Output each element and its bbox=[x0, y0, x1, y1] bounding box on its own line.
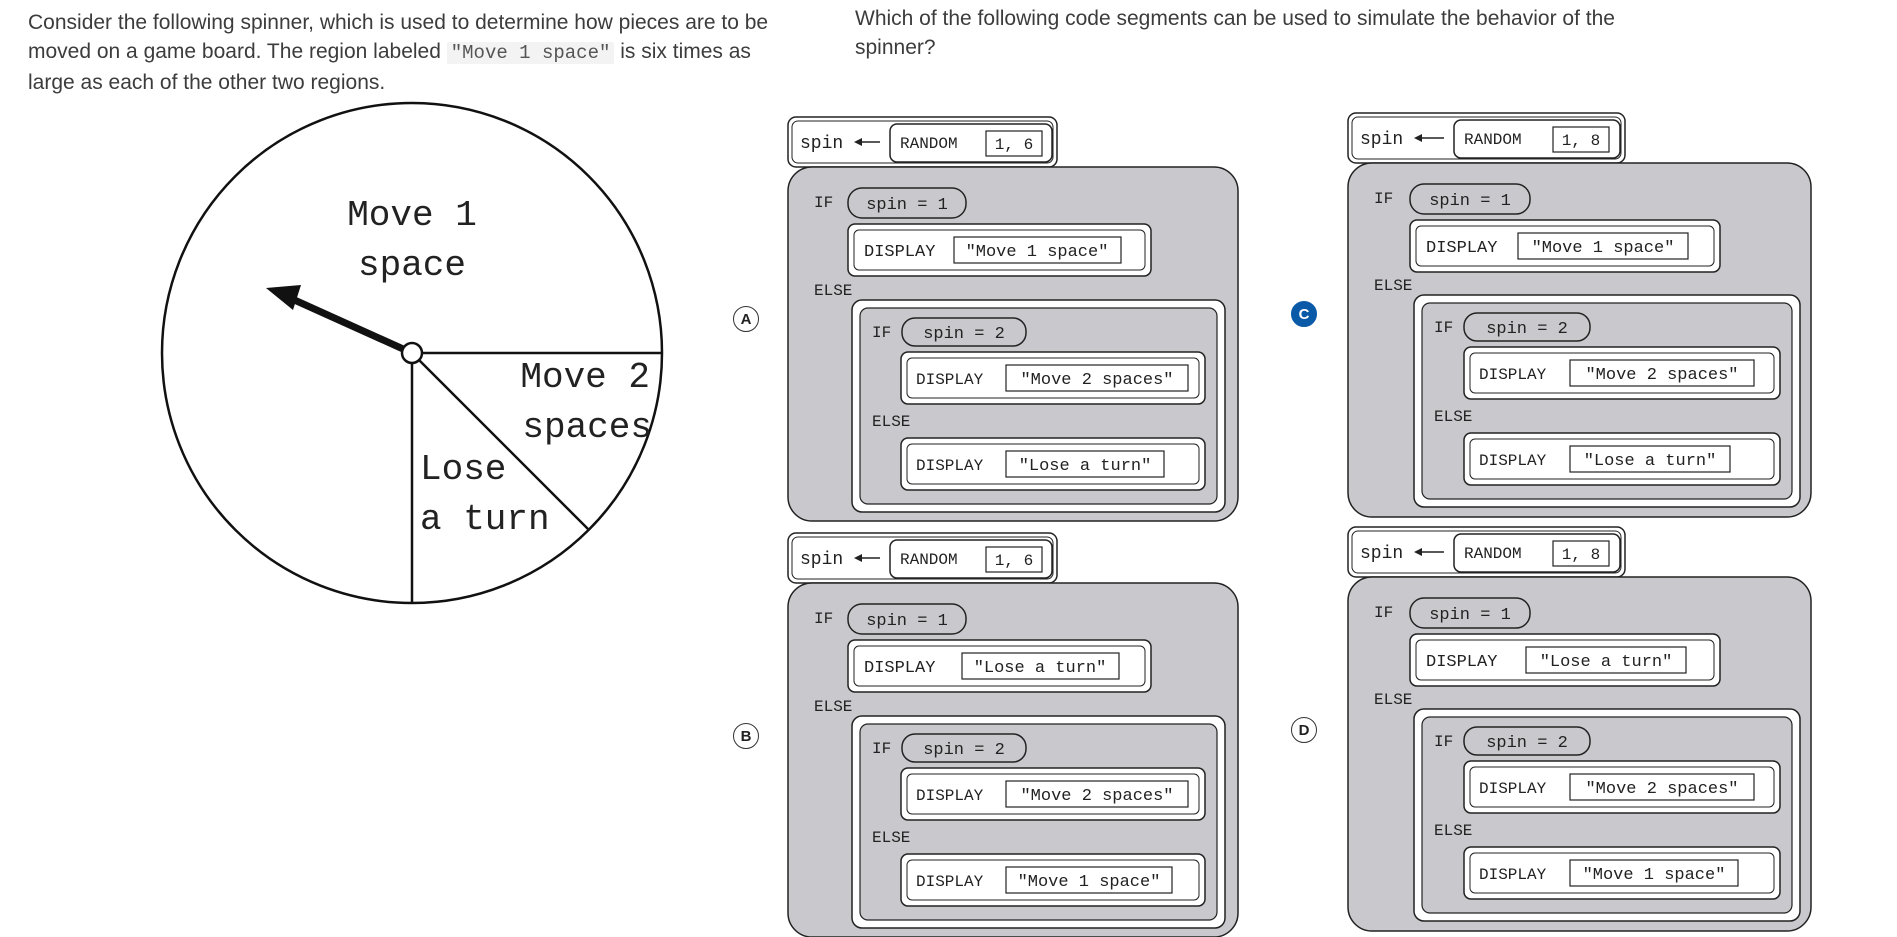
else-keyword: ELSE bbox=[872, 829, 910, 847]
random-range: 1, 6 bbox=[995, 136, 1033, 154]
region-lose-line1: Lose bbox=[420, 449, 506, 490]
display-output-3: "Lose a turn" bbox=[1584, 452, 1717, 471]
display-keyword: DISPLAY bbox=[1426, 239, 1497, 258]
else-keyword: ELSE bbox=[1374, 691, 1412, 709]
spinner-arrow-shaft bbox=[288, 294, 414, 357]
option-b-code[interactable]: spin RANDOM 1, 6 IF spin = 1 DISPLAY "Lo… bbox=[787, 532, 1243, 937]
if-keyword: IF bbox=[1374, 190, 1393, 208]
else-keyword: ELSE bbox=[1374, 277, 1412, 295]
display-output-1: "Move 1 space" bbox=[966, 243, 1109, 262]
option-a-radio[interactable]: A bbox=[733, 306, 759, 332]
random-keyword: RANDOM bbox=[900, 551, 958, 569]
option-d-code[interactable]: spin RANDOM 1, 8 IF spin = 1 DISPLAY "Lo… bbox=[1347, 526, 1818, 932]
option-c-radio[interactable]: C bbox=[1291, 301, 1317, 327]
stem-text-before: Consider the following spinner, which is… bbox=[28, 11, 769, 63]
else-keyword: ELSE bbox=[1434, 408, 1472, 426]
random-range: 1, 8 bbox=[1562, 132, 1600, 150]
display-output-1: "Lose a turn" bbox=[1540, 653, 1673, 672]
condition-1: spin = 1 bbox=[866, 612, 948, 631]
else-keyword: ELSE bbox=[872, 413, 910, 431]
if-keyword: IF bbox=[814, 194, 833, 212]
option-b-radio[interactable]: B bbox=[733, 723, 759, 749]
random-keyword: RANDOM bbox=[1464, 545, 1522, 563]
else-keyword: ELSE bbox=[1434, 822, 1472, 840]
spin-var: spin bbox=[800, 134, 843, 154]
spinner-diagram: Move 1 space Move 2 spaces Lose a turn bbox=[160, 101, 664, 605]
display-keyword: DISPLAY bbox=[916, 371, 984, 389]
condition-1: spin = 1 bbox=[1429, 606, 1511, 625]
condition-2: spin = 2 bbox=[1486, 734, 1568, 753]
display-keyword: DISPLAY bbox=[1479, 366, 1547, 384]
region-move2-line2: spaces bbox=[522, 407, 652, 448]
question-prompt: Which of the following code segments can… bbox=[855, 7, 1615, 59]
if-keyword: IF bbox=[1434, 733, 1453, 751]
question-stem: Consider the following spinner, which is… bbox=[28, 8, 788, 97]
display-output-2: "Move 2 spaces" bbox=[1020, 371, 1173, 390]
display-keyword: DISPLAY bbox=[916, 457, 984, 475]
display-keyword: DISPLAY bbox=[864, 243, 935, 262]
spin-var: spin bbox=[800, 550, 843, 570]
spin-var: spin bbox=[1360, 544, 1403, 564]
display-output-3: "Move 1 space" bbox=[1583, 866, 1726, 885]
stem-code: "Move 1 space" bbox=[446, 42, 615, 64]
option-c-code[interactable]: spin RANDOM 1, 8 IF spin = 1 DISPLAY "Mo… bbox=[1347, 112, 1818, 518]
random-keyword: RANDOM bbox=[900, 135, 958, 153]
option-a-code[interactable]: spin RANDOM 1, 6 IF spin = 1 DISPLAY "Mo… bbox=[787, 116, 1243, 522]
stem-text-after: is six times as large as each of the oth… bbox=[28, 40, 751, 94]
display-output-2: "Move 2 spaces" bbox=[1585, 780, 1738, 799]
if-keyword: IF bbox=[872, 324, 891, 342]
condition-2: spin = 2 bbox=[1486, 320, 1568, 339]
display-keyword: DISPLAY bbox=[1479, 452, 1547, 470]
if-keyword: IF bbox=[872, 740, 891, 758]
display-output-3: "Move 1 space" bbox=[1018, 873, 1161, 892]
random-keyword: RANDOM bbox=[1464, 131, 1522, 149]
display-keyword: DISPLAY bbox=[916, 873, 984, 891]
display-keyword: DISPLAY bbox=[916, 787, 984, 805]
spinner-arrow-head bbox=[266, 285, 301, 310]
divider-diagonal bbox=[411, 352, 589, 530]
else-keyword: ELSE bbox=[814, 698, 852, 716]
display-keyword: DISPLAY bbox=[1479, 866, 1547, 884]
if-keyword: IF bbox=[1374, 604, 1393, 622]
if-keyword: IF bbox=[814, 610, 833, 628]
display-output-1: "Move 1 space" bbox=[1532, 239, 1675, 258]
condition-2: spin = 2 bbox=[923, 741, 1005, 760]
option-d-radio[interactable]: D bbox=[1291, 717, 1317, 743]
display-output-2: "Move 2 spaces" bbox=[1020, 787, 1173, 806]
display-output-1: "Lose a turn" bbox=[974, 659, 1107, 678]
region-lose-line2: a turn bbox=[420, 499, 550, 540]
region-move2-line1: Move 2 bbox=[520, 357, 650, 398]
condition-1: spin = 1 bbox=[1429, 192, 1511, 211]
display-keyword: DISPLAY bbox=[1426, 653, 1497, 672]
display-output-2: "Move 2 spaces" bbox=[1585, 366, 1738, 385]
spin-var: spin bbox=[1360, 130, 1403, 150]
condition-2: spin = 2 bbox=[923, 325, 1005, 344]
display-keyword: DISPLAY bbox=[1479, 780, 1547, 798]
random-range: 1, 8 bbox=[1562, 546, 1600, 564]
display-keyword: DISPLAY bbox=[864, 659, 935, 678]
random-range: 1, 6 bbox=[995, 552, 1033, 570]
spinner-pivot bbox=[400, 341, 424, 365]
condition-1: spin = 1 bbox=[866, 196, 948, 215]
region-move1-line2: space bbox=[358, 245, 466, 286]
else-keyword: ELSE bbox=[814, 282, 852, 300]
region-move1-line1: Move 1 bbox=[347, 195, 477, 236]
if-keyword: IF bbox=[1434, 319, 1453, 337]
display-output-3: "Lose a turn" bbox=[1019, 457, 1152, 476]
